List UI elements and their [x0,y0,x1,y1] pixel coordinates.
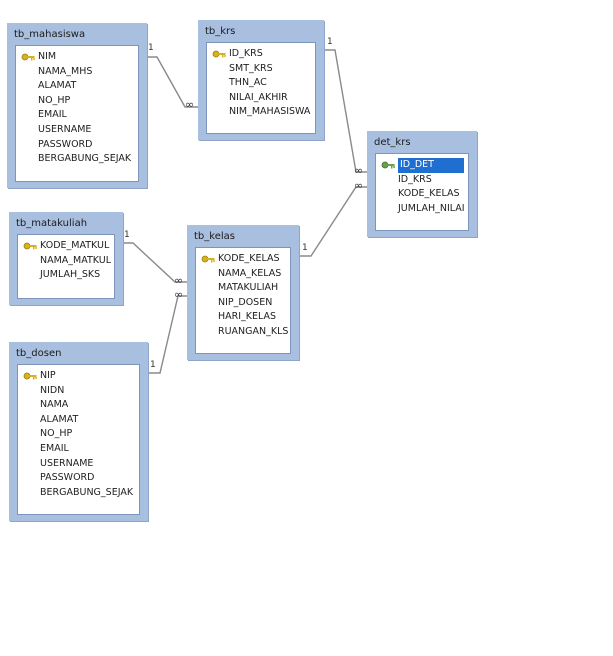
table-tb-kelas[interactable]: tb_kelas KODE_KELAS NAMA_KELAS MATAKULIA… [187,225,299,360]
column-row[interactable]: JUMLAH_SKS [40,269,101,281]
table-tb-mahasiswa[interactable]: tb_mahasiswa NIM NAMA_MHS ALAMAT NO_HP E… [7,23,147,188]
column-row[interactable]: USERNAME [38,123,92,135]
table-title: tb_matakuliah [16,218,88,229]
column-row[interactable]: NAMA_MATKUL [40,254,112,266]
table-title: tb_mahasiswa [14,29,86,40]
relation-one-label: 1 [148,43,154,53]
relation-many-label: ∞ [174,274,183,287]
column-row[interactable]: PASSWORD [38,138,93,150]
relation-many-label: ∞ [185,98,194,111]
table-columns: NIM NAMA_MHS ALAMAT NO_HP EMAIL USERNAME… [15,45,139,182]
relation-dosen-kelas[interactable]: 1 ∞ [148,288,187,374]
relation-one-label: 1 [302,243,308,253]
column-row[interactable]: NAMA_MHS [38,65,93,77]
table-title: det_krs [374,137,411,148]
relation-many-label: ∞ [174,288,183,301]
column-row[interactable]: BERGABUNG_SEJAK [38,153,132,165]
column-row[interactable]: ALAMAT [38,80,77,92]
table-tb-krs[interactable]: tb_krs ID_KRS SMT_KRS THN_AC NILAI_AKHIR… [198,20,324,140]
table-title: tb_dosen [16,348,62,359]
relation-many-label: ∞ [354,164,363,177]
table-tb-matakuliah[interactable]: tb_matakuliah KODE_MATKUL NAMA_MATKUL JU… [9,212,123,305]
column-row[interactable]: NO_HP [40,428,73,440]
column-row[interactable]: THN_AC [229,77,267,89]
column-row[interactable]: KODE_KELAS [398,188,460,200]
column-row[interactable]: KODE_KELAS [200,252,286,267]
column-row[interactable]: ID_KRS [211,47,311,62]
table-columns: ID_KRS SMT_KRS THN_AC NILAI_AKHIR NIM_MA… [206,42,316,134]
relation-one-label: 1 [124,230,130,240]
column-row[interactable]: NAMA [40,399,69,411]
primary-key-icon [212,50,226,58]
column-row[interactable]: NIM_MAHASISWA [229,106,311,118]
column-row[interactable]: EMAIL [38,109,67,121]
column-row[interactable]: BERGABUNG_SEJAK [40,486,134,498]
column-row[interactable]: NIDN [40,384,65,396]
column-row[interactable]: KODE_MATKUL [22,239,110,254]
relation-matakuliah-kelas[interactable]: 1 ∞ [123,230,187,287]
table-tb-dosen[interactable]: tb_dosen NIP NIDN NAMA ALAMAT NO_HP EMAI… [9,342,148,521]
column-row[interactable]: JUMLAH_NILAI [398,202,465,214]
column-row[interactable]: ID_KRS [398,173,432,185]
relation-mahasiswa-krs[interactable]: 1 ∞ [147,43,198,111]
column-row[interactable]: ALAMAT [40,413,79,425]
primary-key-icon [23,242,37,250]
table-columns: KODE_MATKUL NAMA_MATKUL JUMLAH_SKS [17,234,115,299]
relation-one-label: 1 [327,37,333,47]
column-row[interactable]: EMAIL [40,442,69,454]
column-row[interactable]: NIM [20,50,134,65]
column-row[interactable]: NO_HP [38,94,71,106]
table-columns: KODE_KELAS NAMA_KELAS MATAKULIAH NIP_DOS… [195,247,291,354]
table-columns: NIP NIDN NAMA ALAMAT NO_HP EMAIL USERNAM… [17,364,140,515]
primary-key-icon [21,53,35,61]
column-row[interactable]: RUANGAN_KLS [218,325,289,337]
primary-key-icon [23,372,37,380]
column-row[interactable]: NIP [22,369,135,384]
column-row[interactable]: HARI_KELAS [218,311,277,323]
column-row-selected[interactable]: ID_DET [380,158,464,173]
column-row[interactable]: USERNAME [40,457,94,469]
relation-kelas-detkrs[interactable]: 1 ∞ [299,179,367,257]
column-row[interactable]: NIP_DOSEN [218,296,273,308]
column-row[interactable]: SMT_KRS [229,62,273,74]
column-row[interactable]: NAMA_KELAS [218,267,282,279]
column-row[interactable]: NILAI_AKHIR [229,91,288,103]
table-det-krs[interactable]: det_krs ID_DET ID_KRS KODE_KELAS JUMLAH_… [367,131,477,237]
relation-krs-detkrs[interactable]: 1 ∞ [324,37,367,177]
relation-many-label: ∞ [354,179,363,192]
table-columns: ID_DET ID_KRS KODE_KELAS JUMLAH_NILAI [375,153,469,231]
primary-key-icon [201,255,215,263]
table-title: tb_kelas [194,231,235,242]
column-row[interactable]: MATAKULIAH [218,282,279,294]
column-row[interactable]: PASSWORD [40,472,95,484]
table-title: tb_krs [205,26,236,37]
relation-one-label: 1 [150,360,156,370]
primary-key-icon [381,161,395,169]
